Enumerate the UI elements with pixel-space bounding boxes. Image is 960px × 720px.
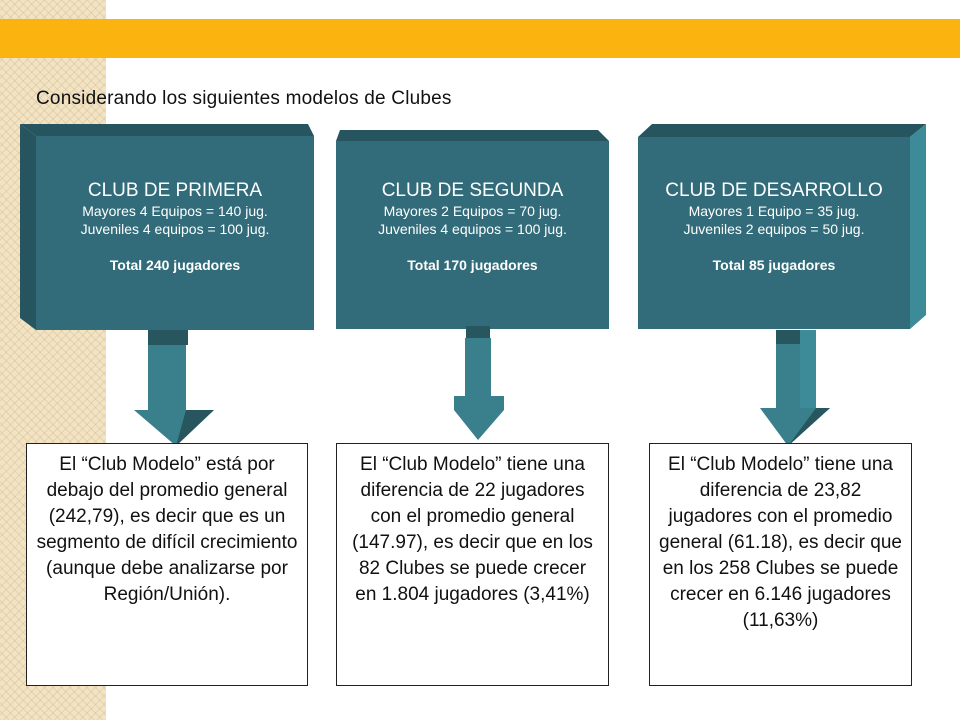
arrow-down-2 [454,326,504,440]
side-texture-strip [0,0,106,720]
box-front-face [336,141,609,329]
note-desarrollo: El “Club Modelo” tiene una diferencia de… [649,443,912,686]
top-accent-band [0,19,960,58]
box-left-face [20,124,36,330]
club-title: CLUB DE DESARROLLO [665,180,883,201]
club-segunda-box: CLUB DE SEGUNDA Mayores 2 Equipos = 70 j… [336,179,609,273]
club-desarrollo-box-shape [638,124,926,329]
box-front-face [36,136,314,330]
arrow-down-1 [134,330,214,446]
box-top-face [336,130,609,141]
club-total: Total 85 jugadores [712,257,836,273]
club-desarrollo-box: CLUB DE DESARROLLO Mayores 1 Equipo = 35… [638,179,910,273]
club-line-mayores: Mayores 1 Equipo = 35 jug. [688,203,860,219]
club-title: CLUB DE PRIMERA [87,180,263,201]
box-right-face [910,124,926,329]
club-primera-box: CLUB DE PRIMERA Mayores 4 Equipos = 140 … [36,179,314,273]
note-segunda: El “Club Modelo” tiene una diferencia de… [336,443,609,686]
club-line-juveniles: Juveniles 4 equipos = 100 jug. [80,221,270,237]
club-segunda-box-shape [336,130,609,329]
box-top-face [20,124,314,136]
club-line-juveniles: Juveniles 4 equipos = 100 jug. [378,221,567,237]
club-total: Total 170 jugadores [407,257,538,273]
club-line-juveniles: Juveniles 2 equipos = 50 jug. [683,221,865,237]
club-line-mayores: Mayores 2 Equipos = 70 jug. [383,203,562,219]
intro-text: Considerando los siguientes modelos de C… [36,88,452,109]
note-primera: El “Club Modelo” está por debajo del pro… [26,443,308,686]
arrow-down-3 [760,330,830,446]
club-total: Total 240 jugadores [109,257,241,273]
club-primera-box-shape [20,124,314,330]
club-title: CLUB DE SEGUNDA [381,180,564,201]
box-top-face [638,124,926,137]
box-front-face [638,137,910,329]
club-line-mayores: Mayores 4 Equipos = 140 jug. [82,203,268,219]
